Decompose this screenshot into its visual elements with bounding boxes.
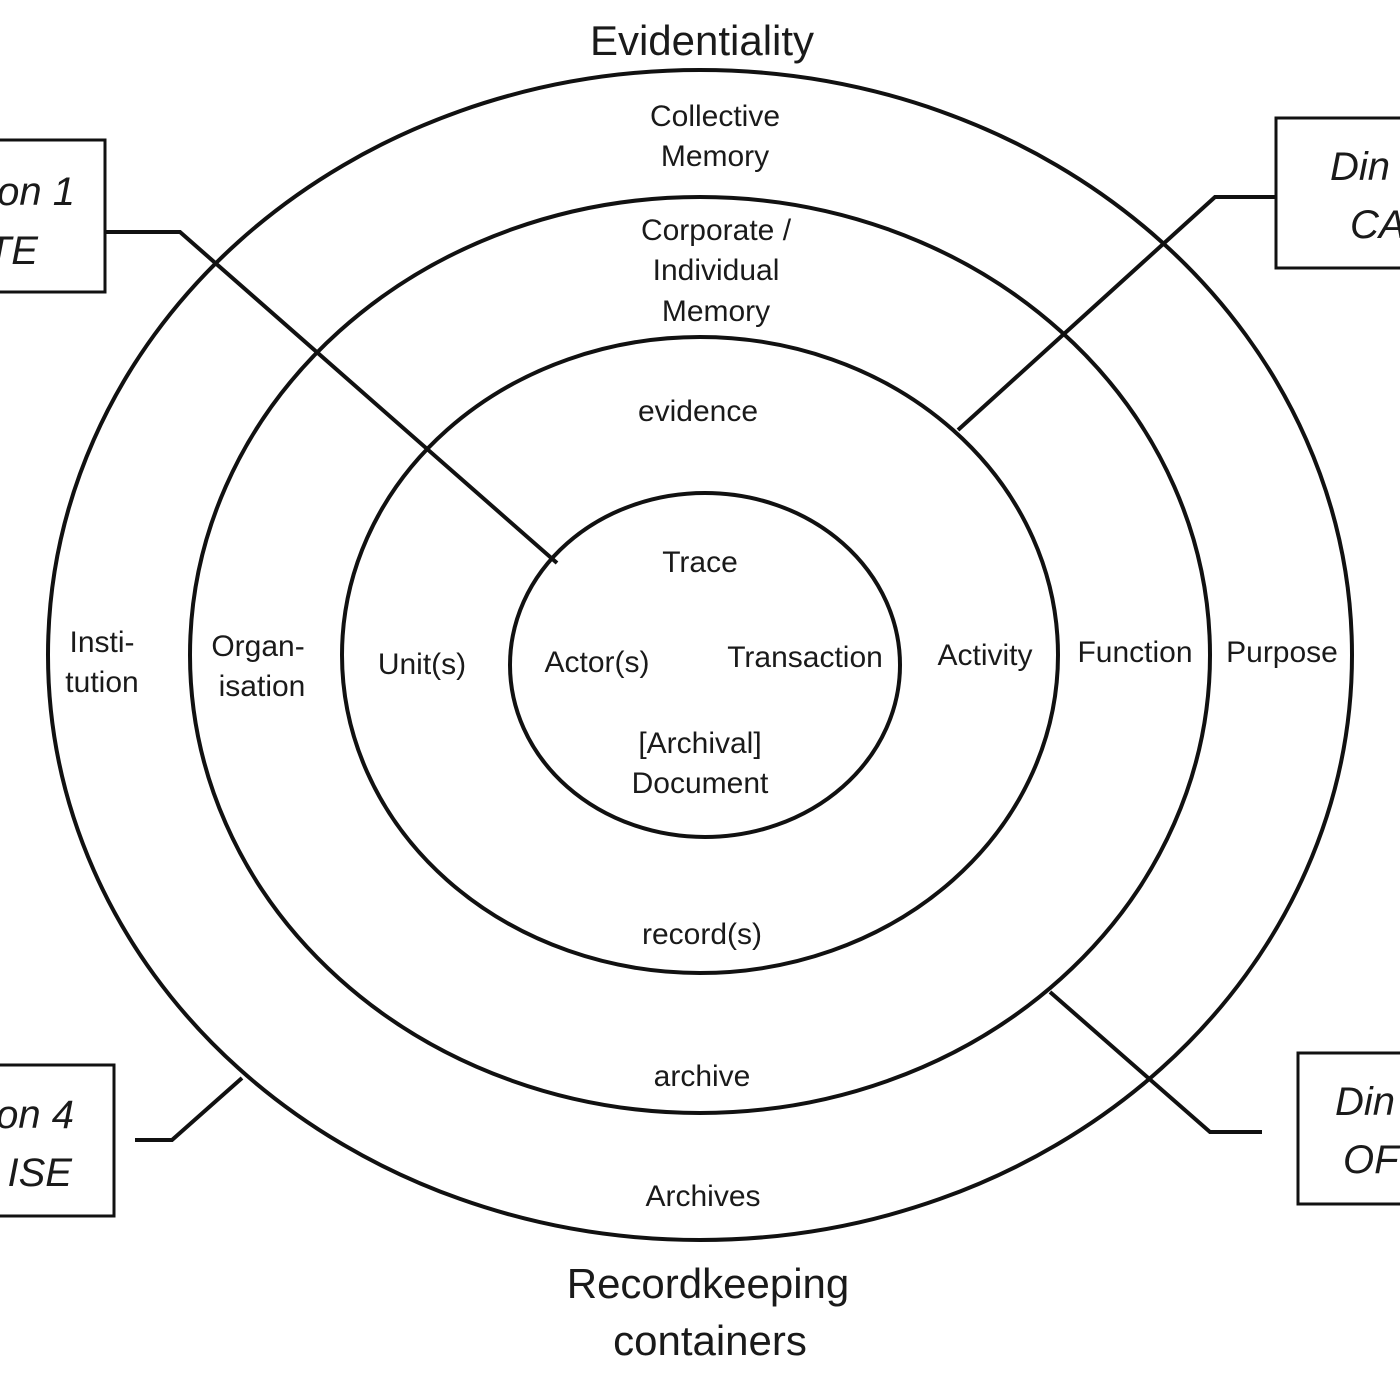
third-ring [188, 195, 1212, 1115]
outer-ring [46, 68, 1354, 1242]
label-archival-document-1: [Archival] [638, 727, 761, 760]
title-containers: containers [613, 1317, 807, 1364]
label-archives: Archives [645, 1180, 760, 1213]
dimension-top-right-line1: Din [1330, 145, 1390, 189]
label-archival-document-2: Document [632, 767, 769, 800]
label-archive: archive [654, 1060, 751, 1093]
inner-ring [508, 491, 902, 839]
title-evidentiality: Evidentiality [590, 17, 814, 64]
dimension-bottom-left-line2: ISE [8, 1151, 74, 1195]
title-recordkeeping: Recordkeeping [567, 1260, 850, 1307]
second-ring [340, 335, 1060, 975]
label-institution-2: tution [65, 666, 138, 699]
label-collective-memory-2: Memory [661, 140, 769, 173]
label-actors: Actor(s) [545, 646, 650, 679]
label-units: Unit(s) [378, 648, 466, 681]
label-corporate-memory-1: Corporate / [641, 214, 792, 247]
connector-top-right [956, 195, 1276, 432]
label-function: Function [1077, 636, 1192, 669]
label-corporate-memory-3: Memory [662, 295, 770, 328]
label-transaction: Transaction [727, 641, 883, 674]
connector-top-left [105, 230, 559, 565]
label-activity: Activity [937, 639, 1032, 672]
label-trace: Trace [662, 546, 738, 579]
dimension-top-left-line2: TE [0, 229, 39, 273]
label-collective-memory-1: Collective [650, 100, 780, 133]
dimension-box-top-right: Din CA [1274, 116, 1400, 270]
dimension-top-left-line1: on 1 [0, 170, 75, 214]
dimension-bottom-right-line2: OF [1343, 1138, 1400, 1182]
label-institution-1: Insti- [69, 626, 134, 659]
label-purpose: Purpose [1226, 636, 1338, 669]
label-organisation-2: isation [219, 670, 306, 703]
dimension-bottom-left-line1: on 4 [0, 1093, 74, 1137]
label-evidence: evidence [638, 395, 758, 428]
dimension-top-right-line2: CA [1350, 203, 1400, 247]
label-corporate-memory-2: Individual [653, 254, 780, 287]
dimension-box-top-left: on 1 TE [0, 138, 107, 294]
dimension-box-bottom-right: Din OF [1296, 1051, 1400, 1206]
label-organisation-1: Organ- [211, 630, 304, 663]
connector-bottom-right [1048, 990, 1262, 1134]
dimension-box-bottom-left: on 4 ISE [0, 1063, 116, 1218]
connector-bottom-left [135, 1076, 244, 1142]
label-records: record(s) [642, 918, 762, 951]
dimension-bottom-right-line1: Din [1335, 1080, 1395, 1124]
